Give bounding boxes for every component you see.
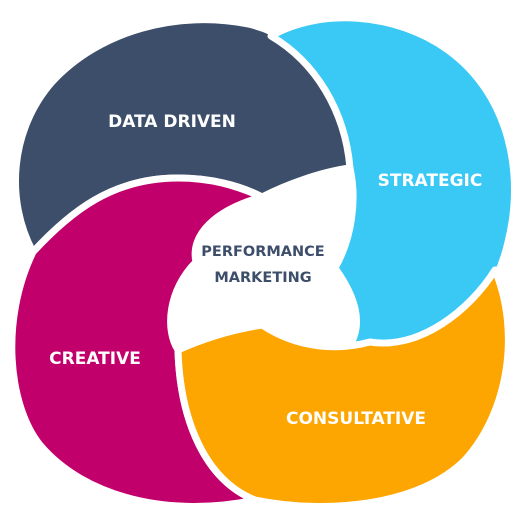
petal-consultative: [174, 266, 512, 510]
center-label-line2: MARKETING: [214, 270, 311, 286]
label-data-driven: DATA DRIVEN: [108, 112, 236, 132]
label-creative: CREATIVE: [49, 349, 141, 369]
label-consultative: CONSULTATIVE: [286, 409, 426, 429]
label-strategic: STRATEGIC: [378, 171, 483, 191]
center-label-line1: PERFORMANCE: [201, 244, 324, 260]
